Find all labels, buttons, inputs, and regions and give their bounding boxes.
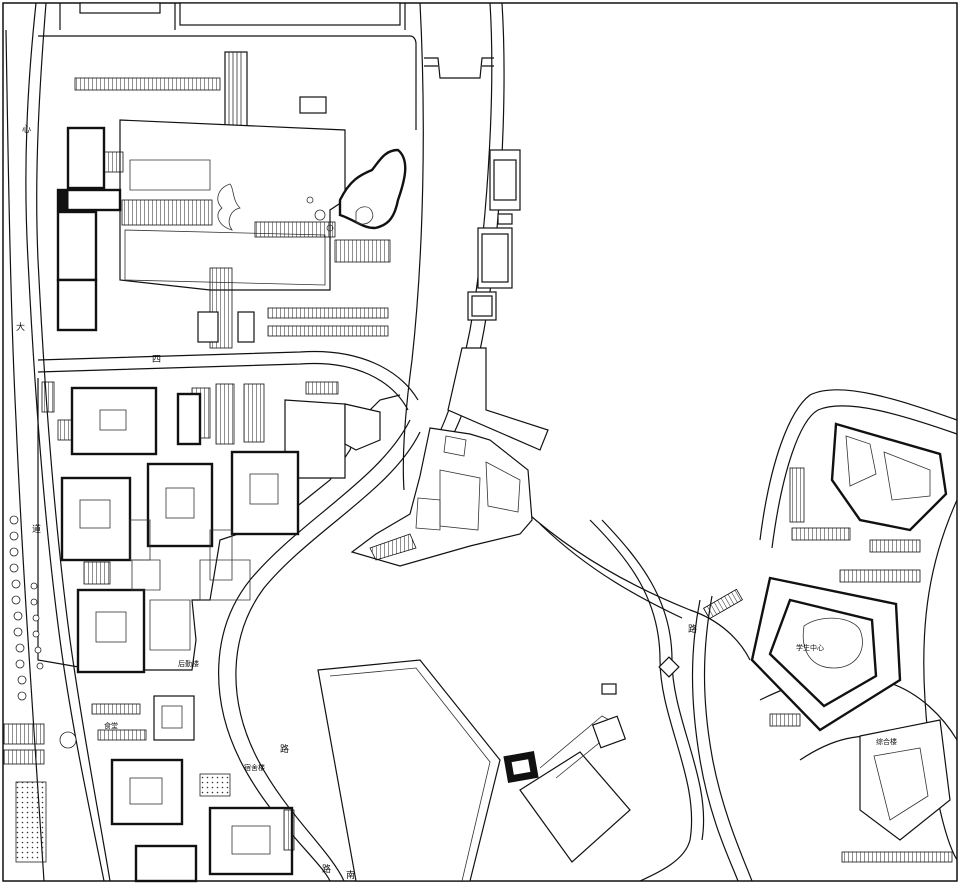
south-pavilion [503,656,680,863]
road-label-lu-west: 路 [280,743,289,755]
north-campus [56,2,407,349]
label-building-a: 后勤楼 [178,659,199,668]
central-building [350,427,533,567]
road-label-xin: 心 [22,124,31,135]
southwest-cluster: 食堂 宿舍楼 [91,695,295,883]
road-label-dao: 道 [32,523,41,535]
label-building-c: 宿舍楼 [244,763,265,772]
label-building-d: 学生中心 [796,643,824,652]
east-strip [447,149,549,451]
road-label-lu-south: 路 [322,863,331,875]
west-residential: 后勤楼 [37,378,401,674]
sports-field [317,659,501,882]
label-building-e: 综合楼 [876,737,897,746]
road-label-si: 四 [152,355,161,365]
road-label-lu-east: 路 [688,623,697,635]
road-labels: 心 大 道 四 路 路 路 南 [16,124,697,881]
label-building-b: 食堂 [104,721,118,730]
road-label-nan: 南 [346,869,355,881]
east-cluster: 学生中心 综合楼 [702,422,953,863]
road-label-da: 大 [16,321,25,333]
tree-row [3,515,77,863]
